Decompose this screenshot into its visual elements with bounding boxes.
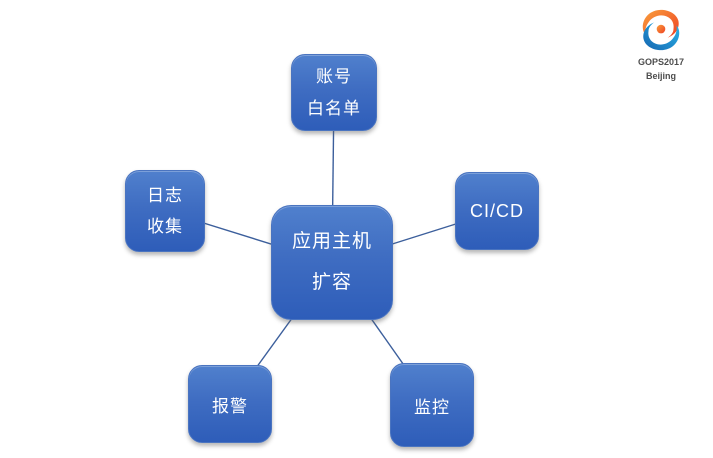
- node-alarm-label: 报警: [212, 396, 248, 416]
- node-cicd-label: CI/CD: [470, 200, 524, 221]
- gops-logo-line2: Beijing: [645, 71, 676, 82]
- gops-logo-line1: GOPS2017: [637, 57, 685, 67]
- node-account-whitelist: 账号 白名单: [291, 54, 377, 131]
- gops-swirl-icon: [642, 9, 680, 51]
- node-cicd: CI/CD: [455, 172, 539, 250]
- gops-logo: GOPS2017 Beijing: [623, 6, 699, 82]
- node-app-host-scaling: 应用主机 扩容: [271, 205, 393, 320]
- node-account-whitelist-label: 账号 白名单: [307, 67, 361, 118]
- node-monitoring: 监控: [390, 363, 474, 447]
- node-log-collection: 日志 收集: [125, 170, 205, 252]
- node-alarm: 报警: [188, 365, 272, 443]
- node-log-collection-label: 日志 收集: [147, 185, 183, 236]
- node-monitoring-label: 监控: [414, 397, 450, 417]
- node-app-host-scaling-label: 应用主机 扩容: [291, 230, 372, 293]
